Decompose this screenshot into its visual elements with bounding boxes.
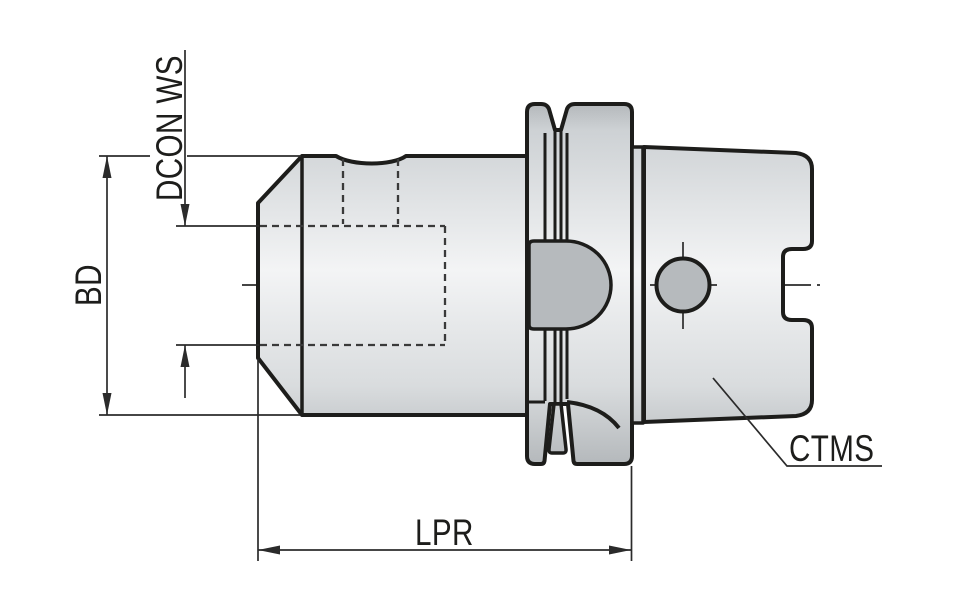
callout-ctms: CTMS	[712, 377, 882, 470]
drive-hole	[654, 256, 712, 314]
body-barrel	[256, 154, 529, 417]
lpr-arrow-left	[258, 545, 280, 555]
flange	[525, 102, 634, 466]
taper-shank	[642, 145, 814, 424]
flange-face-band	[630, 145, 645, 425]
hidden-bore-lines	[260, 159, 447, 347]
label-dcon-ws: DCON WS	[150, 55, 191, 201]
dimension-dcon-ws: DCON WS	[150, 50, 259, 398]
flange-bottom-arc	[566, 400, 621, 430]
flange-groove-lines	[529, 131, 569, 404]
label-bd: BD	[69, 264, 110, 306]
dcon-arrow-down	[180, 204, 190, 226]
dcon-arrow-up	[180, 345, 190, 367]
bd-arrow-down	[102, 393, 112, 415]
drive-slot-key	[547, 402, 568, 455]
dimension-bd: BD	[69, 155, 301, 416]
taper-outline	[642, 145, 814, 424]
dimension-lpr: LPR	[257, 359, 633, 561]
bd-arrow-up	[102, 156, 112, 178]
label-lpr: LPR	[415, 513, 474, 554]
label-ctms: CTMS	[789, 429, 874, 470]
ctms-leader-line	[712, 377, 882, 467]
lpr-arrow-right	[609, 545, 631, 555]
gripper-groove-section	[527, 239, 613, 331]
body-outline	[256, 154, 529, 417]
